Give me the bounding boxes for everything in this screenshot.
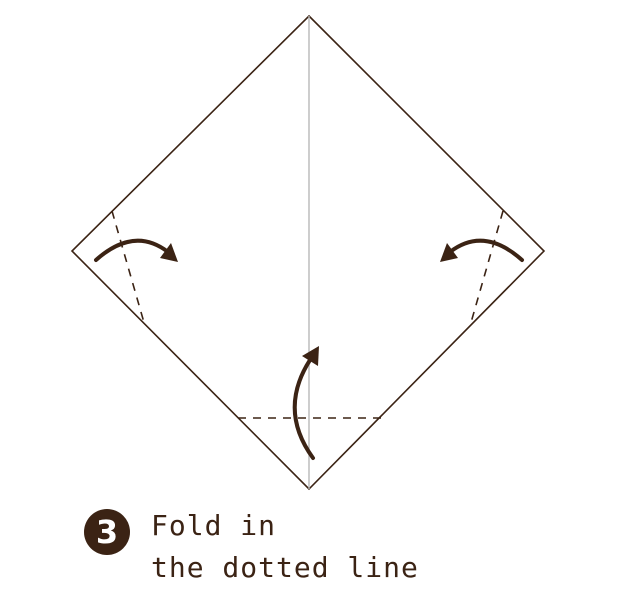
step-caption: Fold in the dotted line [151,505,419,589]
caption-line-2: the dotted line [151,551,419,584]
step-number-badge: 3 [84,509,130,555]
curved-arrow-right-icon [94,238,178,262]
left-fold-dotted-line [111,210,146,327]
curved-arrow-up-icon [292,346,319,460]
right-fold-dotted-line [469,210,504,327]
paper-diamond [70,14,546,491]
caption-line-1: Fold in [151,509,277,542]
curved-arrow-left-icon [440,238,524,262]
